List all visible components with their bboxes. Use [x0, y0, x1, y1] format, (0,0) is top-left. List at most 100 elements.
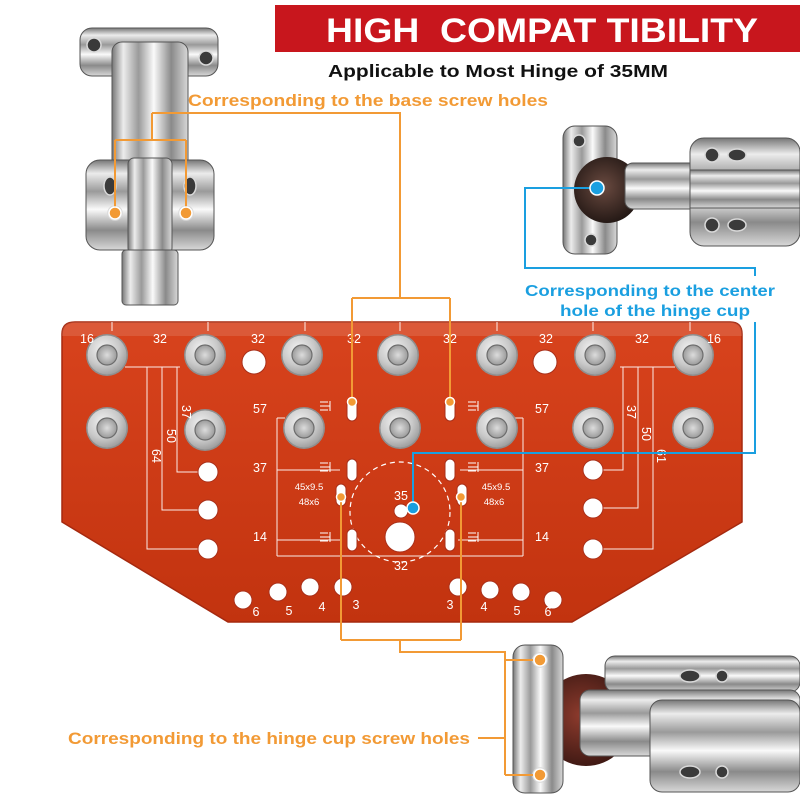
drill-hole [532, 349, 558, 375]
hinge-slot [444, 458, 456, 482]
bushing-bore [387, 344, 409, 366]
screw-hole [704, 147, 720, 163]
hinge-symbol-icon [320, 401, 331, 411]
drill-bushing [86, 407, 128, 449]
edge-distance-label: 6 [253, 605, 260, 619]
drill-hole [233, 590, 253, 610]
screw-hole [715, 765, 729, 779]
right-offset-lines [603, 366, 675, 550]
drill-hole [197, 461, 219, 483]
screw-hole [86, 37, 102, 53]
edge-distance-label: 3 [447, 598, 454, 612]
drill-hole [300, 577, 320, 597]
jig-bushings [86, 334, 714, 451]
bushing-bore [486, 417, 508, 439]
drill-bushing [476, 407, 518, 449]
left-depth-label: 57 [253, 402, 267, 416]
hinge-slot [346, 528, 358, 552]
callout-line-center-hole [412, 187, 756, 503]
drill-hole [582, 459, 604, 481]
right-depth-label: 57 [535, 402, 549, 416]
right-depth-label: 37 [535, 461, 549, 475]
top-spacing-label: 16 [80, 332, 94, 346]
drill-hole [197, 499, 219, 521]
drill-hole [480, 580, 500, 600]
screw-slot [727, 148, 747, 162]
callout-base-screw-holes: Corresponding to the base screw holes [188, 92, 548, 110]
bushing-bore [486, 344, 508, 366]
hinge-symbols [320, 401, 479, 542]
top-spacing-label: 32 [539, 332, 553, 346]
bushing-bore [291, 344, 313, 366]
bushing-bore [682, 344, 704, 366]
left-offset-label: 50 [164, 429, 178, 443]
hinge-symbol-icon [468, 532, 479, 542]
left-depth-label: 14 [253, 530, 267, 544]
top-edge-ticks [111, 322, 691, 331]
hinge-arm-channel [689, 169, 800, 209]
cup-offset-hole [393, 503, 409, 519]
hinge-arm-lower [121, 249, 179, 306]
callout-dot [406, 501, 420, 515]
edge-distance-label: 6 [545, 605, 552, 619]
edge-distance-label: 4 [481, 600, 488, 614]
jig-plain-holes [197, 349, 604, 610]
hinge-arm [111, 41, 189, 178]
callout-line-cup-screw [340, 497, 533, 776]
callout-dot [335, 491, 347, 503]
drill-hole [241, 349, 267, 375]
callout-dot [589, 180, 605, 196]
drill-bushing [574, 334, 616, 376]
bushing-bore [194, 419, 216, 441]
screw-hole [584, 233, 598, 247]
right-slot-size-label: 48x6 [484, 497, 505, 508]
hinge-base-plate [649, 699, 800, 793]
left-offset-lines [125, 366, 198, 550]
drill-bushing [672, 334, 714, 376]
bushing-bore [194, 344, 216, 366]
top-spacing-label: 16 [707, 332, 721, 346]
bushing-bore [96, 417, 118, 439]
top-spacing-label: 32 [635, 332, 649, 346]
hinge-cup [574, 157, 640, 223]
top-spacing-label: 32 [251, 332, 265, 346]
screw-hole [715, 669, 729, 683]
callout-dot [179, 206, 193, 220]
center-dimension-lines [276, 417, 524, 557]
top-spacing-label: 32 [347, 332, 361, 346]
screw-hole [572, 134, 586, 148]
banner-title: HIGH COMPAT TIBILITY [326, 12, 758, 50]
hinge-arm-channel [127, 157, 173, 255]
screw-hole [198, 50, 214, 66]
callout-center-hole-line2: hole of the hinge cup [560, 303, 750, 320]
bushing-bore [389, 417, 411, 439]
subtitle: Applicable to Most Hinge of 35MM [328, 61, 668, 81]
jig-top-bevel [62, 322, 742, 336]
right-depth-label: 14 [535, 530, 549, 544]
hinge-mounting-plate [512, 644, 564, 794]
drilling-jig: 16 32 32 32 32 32 32 16 57 37 14 57 37 1… [61, 321, 743, 623]
drill-hole [543, 590, 563, 610]
right-slot-size-label: 45x9.5 [482, 482, 511, 493]
hinge-symbol-icon [320, 532, 331, 542]
right-offset-label: 50 [639, 427, 653, 441]
top-spacing-label: 32 [153, 332, 167, 346]
drill-hole [333, 577, 353, 597]
left-depth-label: 37 [253, 461, 267, 475]
edge-distance-label: 5 [286, 604, 293, 618]
drill-hole [197, 538, 219, 560]
hinge-photo-bottom-right [512, 644, 800, 794]
drill-bushing [672, 407, 714, 449]
right-offset-label: 61 [654, 449, 668, 463]
left-offset-label: 37 [179, 405, 193, 419]
drill-bushing [379, 407, 421, 449]
callout-dot [444, 396, 456, 408]
left-slot-size-label: 48x6 [299, 497, 320, 508]
hinge-symbol-icon [320, 462, 331, 472]
screw-slot [679, 765, 701, 779]
drill-bushing [572, 407, 614, 449]
drill-bushing [184, 409, 226, 451]
cup-outline-dashed [349, 461, 451, 563]
hinge-symbol-icon [468, 401, 479, 411]
